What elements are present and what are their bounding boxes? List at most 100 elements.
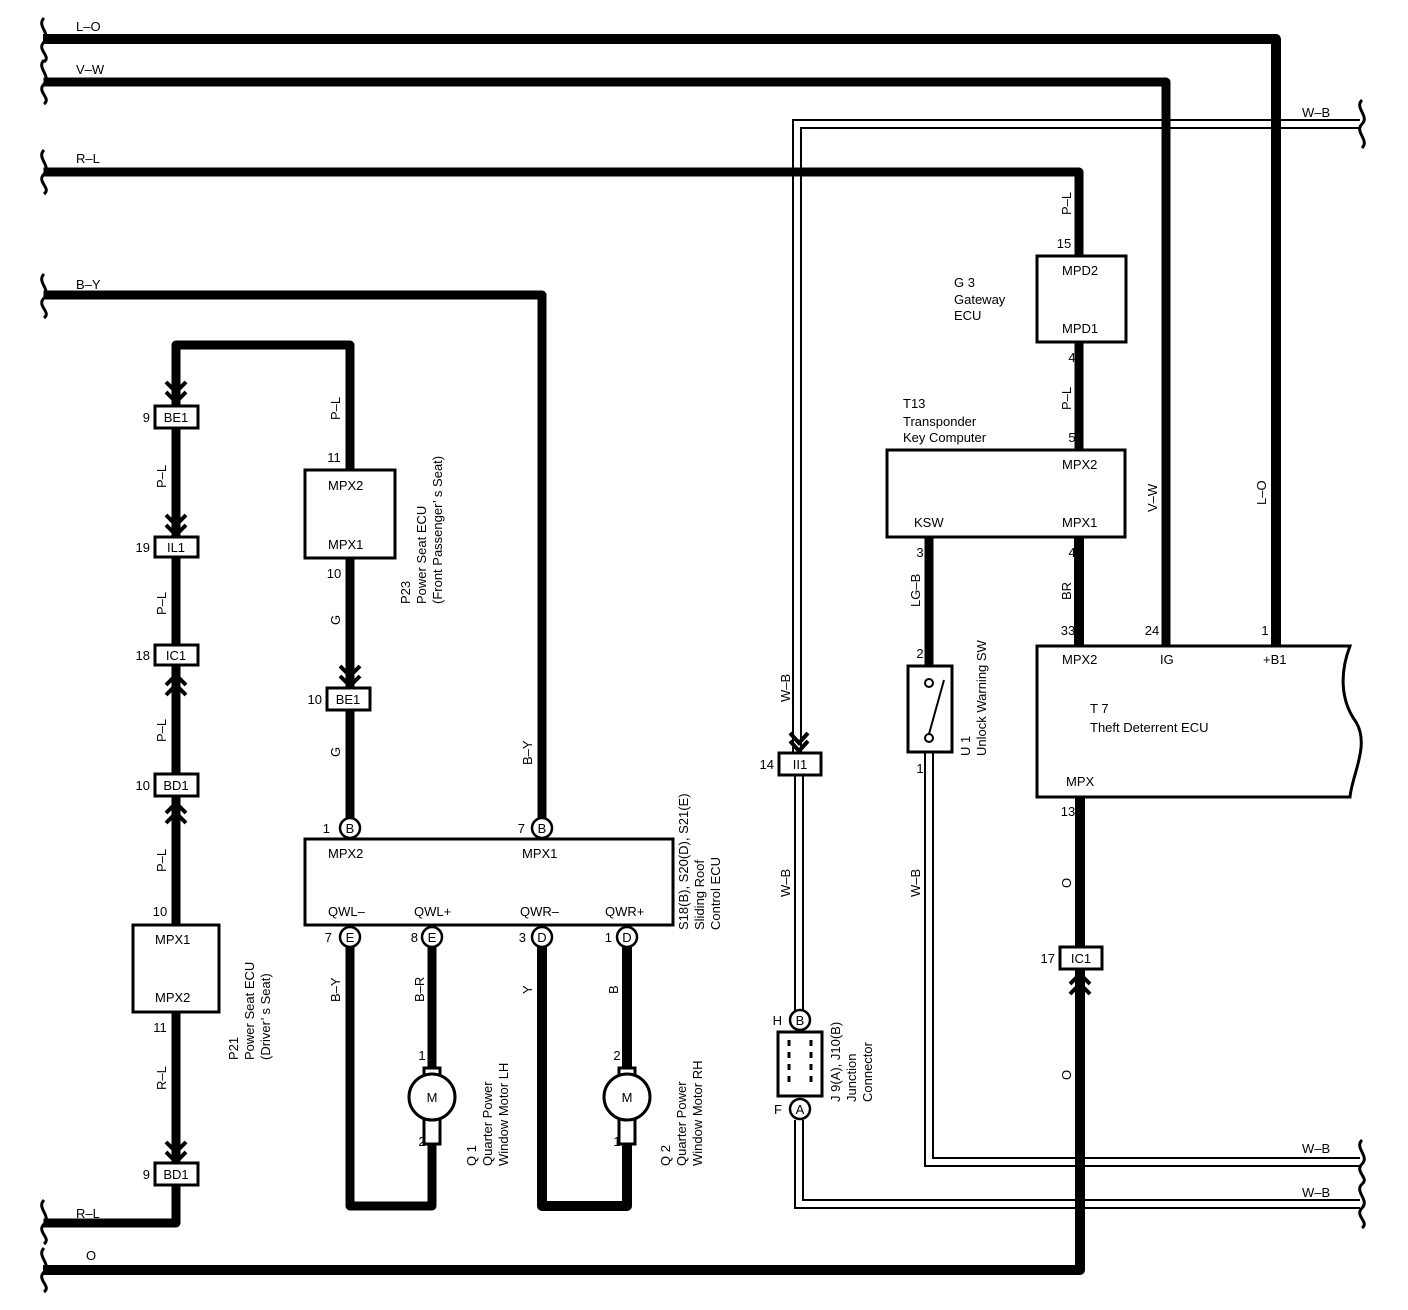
svg-text:(Front Passenger’ s Seat): (Front Passenger’ s Seat)	[430, 456, 445, 604]
arrow-be1-mid	[338, 664, 362, 689]
svg-text:18: 18	[136, 648, 150, 663]
svg-text:W–B: W–B	[908, 869, 923, 897]
svg-text:14: 14	[760, 757, 774, 772]
svg-text:B–Y: B–Y	[76, 277, 101, 292]
svg-text:IG: IG	[1160, 652, 1174, 667]
svg-text:G: G	[328, 615, 343, 625]
svg-text:MPX1: MPX1	[522, 846, 557, 861]
svg-text:O: O	[1059, 1070, 1074, 1080]
svg-text:Junction: Junction	[844, 1054, 859, 1102]
svg-text:M: M	[427, 1090, 438, 1105]
svg-text:O: O	[1059, 878, 1074, 888]
arrow-bd1-up	[164, 800, 188, 825]
svg-text:IL1: IL1	[167, 540, 185, 555]
svg-text:MPX2: MPX2	[1062, 457, 1097, 472]
wire-w-b-shielded	[792, 119, 1360, 1209]
arrow-ii1	[788, 731, 810, 754]
svg-text:33: 33	[1061, 623, 1075, 638]
arrow-ic1-right	[1068, 971, 1092, 996]
wire-o	[43, 953, 1085, 1275]
wire-b-y	[43, 290, 547, 823]
svg-text:Window Motor LH: Window Motor LH	[496, 1063, 511, 1166]
bus-end-markers	[40, 16, 1366, 1294]
svg-text:(Driver’ s Seat): (Driver’ s Seat)	[258, 973, 273, 1060]
wire-l-o	[43, 34, 1281, 651]
svg-text:P–L: P–L	[154, 592, 169, 615]
svg-text:W–B: W–B	[1302, 105, 1330, 120]
connector-be1-mid: BE1 10	[308, 686, 372, 712]
arrow-be1-left	[164, 380, 188, 405]
component-p23-power-seat-ecu: MPX2 MPX1 11 10 P23 Power Seat ECU (Fron…	[303, 450, 445, 604]
svg-text:10: 10	[136, 778, 150, 793]
svg-text:B–Y: B–Y	[520, 740, 535, 765]
arrow-ic1-left	[164, 672, 188, 697]
svg-text:W–B: W–B	[778, 674, 793, 702]
svg-text:LG–B: LG–B	[908, 574, 923, 607]
svg-text:W–B: W–B	[1302, 1141, 1330, 1156]
svg-text:B: B	[346, 821, 355, 836]
svg-text:7: 7	[325, 930, 332, 945]
connector-be1-left: BE1 9	[143, 404, 200, 430]
svg-text:Gateway: Gateway	[954, 292, 1006, 307]
component-t7-theft-deterrent-ecu: MPX2 IG +B1 MPX T 7 Theft Deterrent ECU …	[1035, 623, 1363, 819]
svg-text:Control ECU: Control ECU	[708, 857, 723, 930]
svg-text:17: 17	[1041, 951, 1055, 966]
svg-text:5: 5	[1068, 430, 1075, 445]
svg-text:R–L: R–L	[76, 151, 100, 166]
svg-text:P23: P23	[398, 581, 413, 604]
connector-ic1-left: IC1 18	[136, 643, 200, 667]
svg-text:1: 1	[916, 761, 923, 776]
component-j9-junction-connector: B H A F J 9(A), J10(B) Junction Connecto…	[773, 1008, 875, 1121]
svg-text:A: A	[796, 1102, 805, 1117]
roof-ecu-pins: B 1 B 7 E 7 E 8 D 3 D 1	[323, 816, 639, 949]
svg-text:9: 9	[143, 410, 150, 425]
svg-text:P21: P21	[226, 1037, 241, 1060]
svg-text:MPX1: MPX1	[1062, 515, 1097, 530]
component-p21-power-seat-ecu: MPX1 MPX2 10 11 P21 Power Seat ECU (Driv…	[131, 904, 273, 1060]
svg-text:B: B	[538, 821, 547, 836]
svg-text:R–L: R–L	[76, 1206, 100, 1221]
svg-text:KSW: KSW	[914, 515, 944, 530]
svg-text:Power Seat ECU: Power Seat ECU	[414, 506, 429, 604]
svg-text:QWL+: QWL+	[414, 904, 451, 919]
svg-text:1: 1	[323, 821, 330, 836]
svg-text:4: 4	[1068, 545, 1075, 560]
svg-text:IC1: IC1	[166, 648, 186, 663]
svg-text:P–L: P–L	[1059, 192, 1074, 215]
svg-text:P–L: P–L	[328, 397, 343, 420]
svg-text:Window Motor RH: Window Motor RH	[690, 1061, 705, 1166]
svg-text:MPX1: MPX1	[328, 537, 363, 552]
svg-text:QWL–: QWL–	[328, 904, 366, 919]
svg-text:Quarter Power: Quarter Power	[674, 1081, 689, 1166]
component-g3-gateway-ecu: MPD2 MPD1 15 4 G 3 Gateway ECU	[954, 236, 1128, 365]
svg-text:IC1: IC1	[1071, 951, 1091, 966]
component-u1-unlock-warning-sw: 2 1 U 1 Unlock Warning SW	[906, 639, 989, 776]
svg-text:11: 11	[153, 1020, 167, 1035]
wire-v-w	[43, 77, 1171, 651]
connector-bd1-mid: BD1 10	[136, 772, 200, 798]
svg-text:D: D	[537, 930, 546, 945]
wire-y-motor	[537, 940, 632, 1211]
svg-text:P–L: P–L	[154, 719, 169, 742]
svg-text:B: B	[606, 985, 621, 994]
svg-text:G: G	[328, 747, 343, 757]
svg-text:BE1: BE1	[336, 692, 361, 707]
svg-text:10: 10	[153, 904, 167, 919]
connector-il1: IL1 19	[136, 535, 200, 559]
svg-text:ECU: ECU	[954, 308, 981, 323]
arrow-il1	[164, 513, 188, 538]
wire-labels-vertical: P–L P–L P–L P–L R–L P–L G G B–Y B–Y B–R …	[154, 192, 1269, 1090]
svg-text:Unlock Warning SW: Unlock Warning SW	[974, 639, 989, 756]
wire-labels-horizontal: L–O V–W R–L B–Y R–L O W–B W–B W–B	[76, 19, 1330, 1263]
svg-text:15: 15	[1057, 236, 1071, 251]
svg-text:2: 2	[916, 646, 923, 661]
svg-text:L–O: L–O	[76, 19, 101, 34]
svg-text:4: 4	[1068, 350, 1075, 365]
svg-text:MPD1: MPD1	[1062, 321, 1098, 336]
component-q1-motor-lh: M 1 2 Q 1 Quarter Power Window Motor LH	[407, 1048, 511, 1166]
svg-text:3: 3	[519, 930, 526, 945]
svg-text:P–L: P–L	[154, 849, 169, 872]
svg-text:Connector: Connector	[860, 1041, 875, 1102]
svg-text:E: E	[428, 930, 437, 945]
svg-text:II1: II1	[793, 757, 807, 772]
